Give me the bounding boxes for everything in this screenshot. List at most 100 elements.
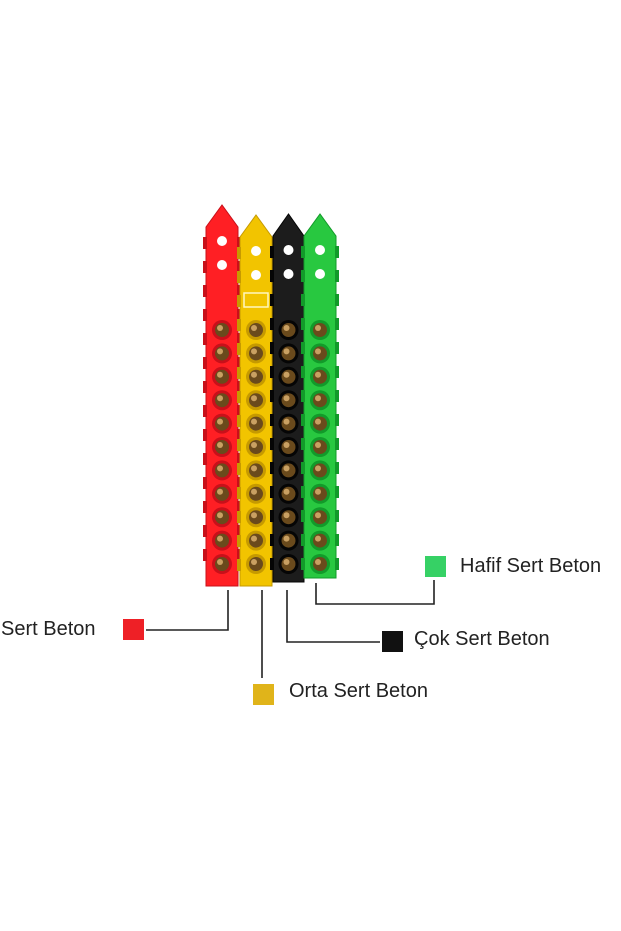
strip-yellow-tooth-left	[237, 391, 241, 403]
cartridge-highlight	[251, 535, 257, 542]
strip-green-tooth-right	[335, 246, 339, 258]
strip-green-tooth-right	[335, 534, 339, 546]
strip-red-tooth-left	[203, 501, 207, 513]
strip-black-tooth-left	[270, 246, 274, 258]
legend-label-black: Çok Sert Beton	[414, 628, 550, 650]
strip-red-tooth-left	[203, 261, 207, 273]
cartridge-highlight	[251, 465, 257, 472]
strip-green-tooth-left	[301, 294, 305, 306]
strip-black-tooth-left	[270, 414, 274, 426]
strip-black-tooth-left	[270, 462, 274, 474]
strip-red-tooth-left	[203, 405, 207, 417]
cartridge-highlight	[283, 418, 290, 425]
strip-green-tooth-left	[301, 342, 305, 354]
strip-green-tooth-right	[335, 438, 339, 450]
cartridge-highlight	[315, 348, 321, 355]
cartridge-highlight	[217, 418, 223, 425]
strip-yellow-tooth-left	[237, 295, 241, 307]
leader-line-green	[315, 580, 435, 605]
strip-red-tooth-left	[203, 477, 207, 489]
strip-green-hole	[315, 245, 325, 255]
strip-green-tooth-right	[335, 390, 339, 402]
strip-yellow-tooth-left	[237, 343, 241, 355]
strip-black-tooth-left	[270, 558, 274, 570]
cartridge-highlight	[283, 535, 290, 542]
strip-black-hole	[283, 269, 294, 279]
cartridge-highlight	[251, 512, 257, 519]
strip-yellow-tooth-left	[237, 439, 241, 451]
strip-black-tooth-left	[270, 270, 274, 282]
strip-green-tooth-left	[301, 438, 305, 450]
cartridge-highlight	[283, 512, 290, 519]
strip-red-tooth-right	[237, 549, 241, 561]
strip-yellow-tooth-left	[237, 535, 241, 547]
strip-green-tooth-left	[301, 270, 305, 282]
strip-yellow-tooth-left	[237, 559, 241, 571]
strip-red-tooth-left	[203, 333, 207, 345]
strip-yellow-tooth-left	[237, 415, 241, 427]
cartridge-highlight	[315, 442, 321, 448]
legend-label-green: Hafif Sert Beton	[460, 555, 602, 577]
strip-black-tooth-left	[270, 390, 274, 402]
strip-black-tooth-left	[270, 438, 274, 450]
leader-line-black	[286, 590, 380, 643]
strip-red-tooth-right	[237, 525, 241, 537]
cartridge-highlight	[217, 488, 223, 495]
strip-green-tooth-right	[335, 366, 339, 378]
cartridge-highlight	[283, 559, 290, 565]
cartridge-highlight	[217, 535, 223, 542]
strip-red-tooth-right	[237, 309, 241, 321]
cartridge-highlight	[315, 488, 321, 495]
cartridge-highlight	[217, 395, 223, 402]
strip-black-tooth-left	[270, 486, 274, 498]
leader-line-red	[146, 590, 229, 631]
strip-yellow-tooth-left	[237, 511, 241, 523]
cartridge-highlight	[217, 371, 223, 378]
strip-green-tooth-left	[301, 558, 305, 570]
strip-yellow-hole	[251, 246, 261, 256]
strip-red-tooth-right	[237, 261, 241, 273]
strip-red-tooth-right	[237, 453, 241, 465]
strip-red-tooth-left	[203, 357, 207, 369]
strip-green-tooth-left	[301, 246, 305, 258]
strip-yellow-hole	[251, 270, 261, 280]
strip-red-tooth-right	[237, 237, 241, 249]
cartridge-highlight	[283, 325, 290, 331]
cartridge-highlight	[251, 442, 257, 448]
strip-red-tooth-right	[237, 357, 241, 369]
strip-red-hole	[217, 260, 227, 270]
strip-red-tooth-right	[237, 429, 241, 441]
strip-black-tooth-left	[270, 510, 274, 522]
strip-red-tooth-right	[237, 501, 241, 513]
cartridge-highlight	[315, 371, 321, 378]
strip-green-tooth-left	[301, 534, 305, 546]
cartridge-highlight	[251, 325, 257, 331]
cartridge-highlight	[315, 535, 321, 542]
strip-red-tooth-left	[203, 309, 207, 321]
cartridge-highlight	[217, 512, 223, 519]
strip-green-hole	[315, 269, 325, 279]
cartridge-highlight	[251, 395, 257, 402]
strip-green-tooth-left	[301, 318, 305, 330]
cartridge-highlight	[251, 348, 257, 355]
strip-black-tooth-left	[270, 366, 274, 378]
strip-green-tooth-right	[335, 414, 339, 426]
strip-black-tooth-left	[270, 534, 274, 546]
cartridge-highlight	[283, 348, 290, 355]
strip-green-tooth-right	[335, 462, 339, 474]
cartridge-highlight	[251, 371, 257, 378]
strip-green-tooth-right	[335, 318, 339, 330]
cartridge-highlight	[217, 348, 223, 355]
strip-yellow-tooth-left	[237, 367, 241, 379]
strip-red-tooth-right	[237, 405, 241, 417]
strip-green-tooth-right	[335, 270, 339, 282]
cartridge-highlight	[217, 465, 223, 472]
legend-label-red: Sert Beton	[1, 618, 96, 640]
strip-yellow-tooth-left	[237, 463, 241, 475]
cartridge-highlight	[315, 559, 321, 565]
strip-yellow-marking	[243, 292, 269, 308]
strip-black-tooth-left	[270, 342, 274, 354]
cartridge-highlight	[251, 418, 257, 425]
cartridge-highlight	[217, 325, 223, 331]
